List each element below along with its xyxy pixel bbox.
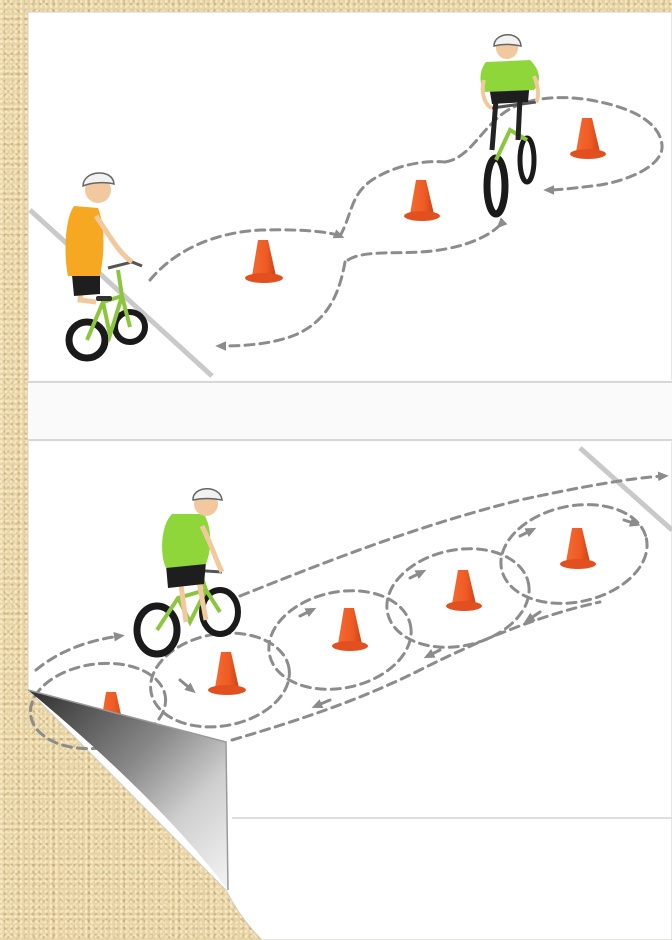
panel-divider-band xyxy=(28,380,672,442)
